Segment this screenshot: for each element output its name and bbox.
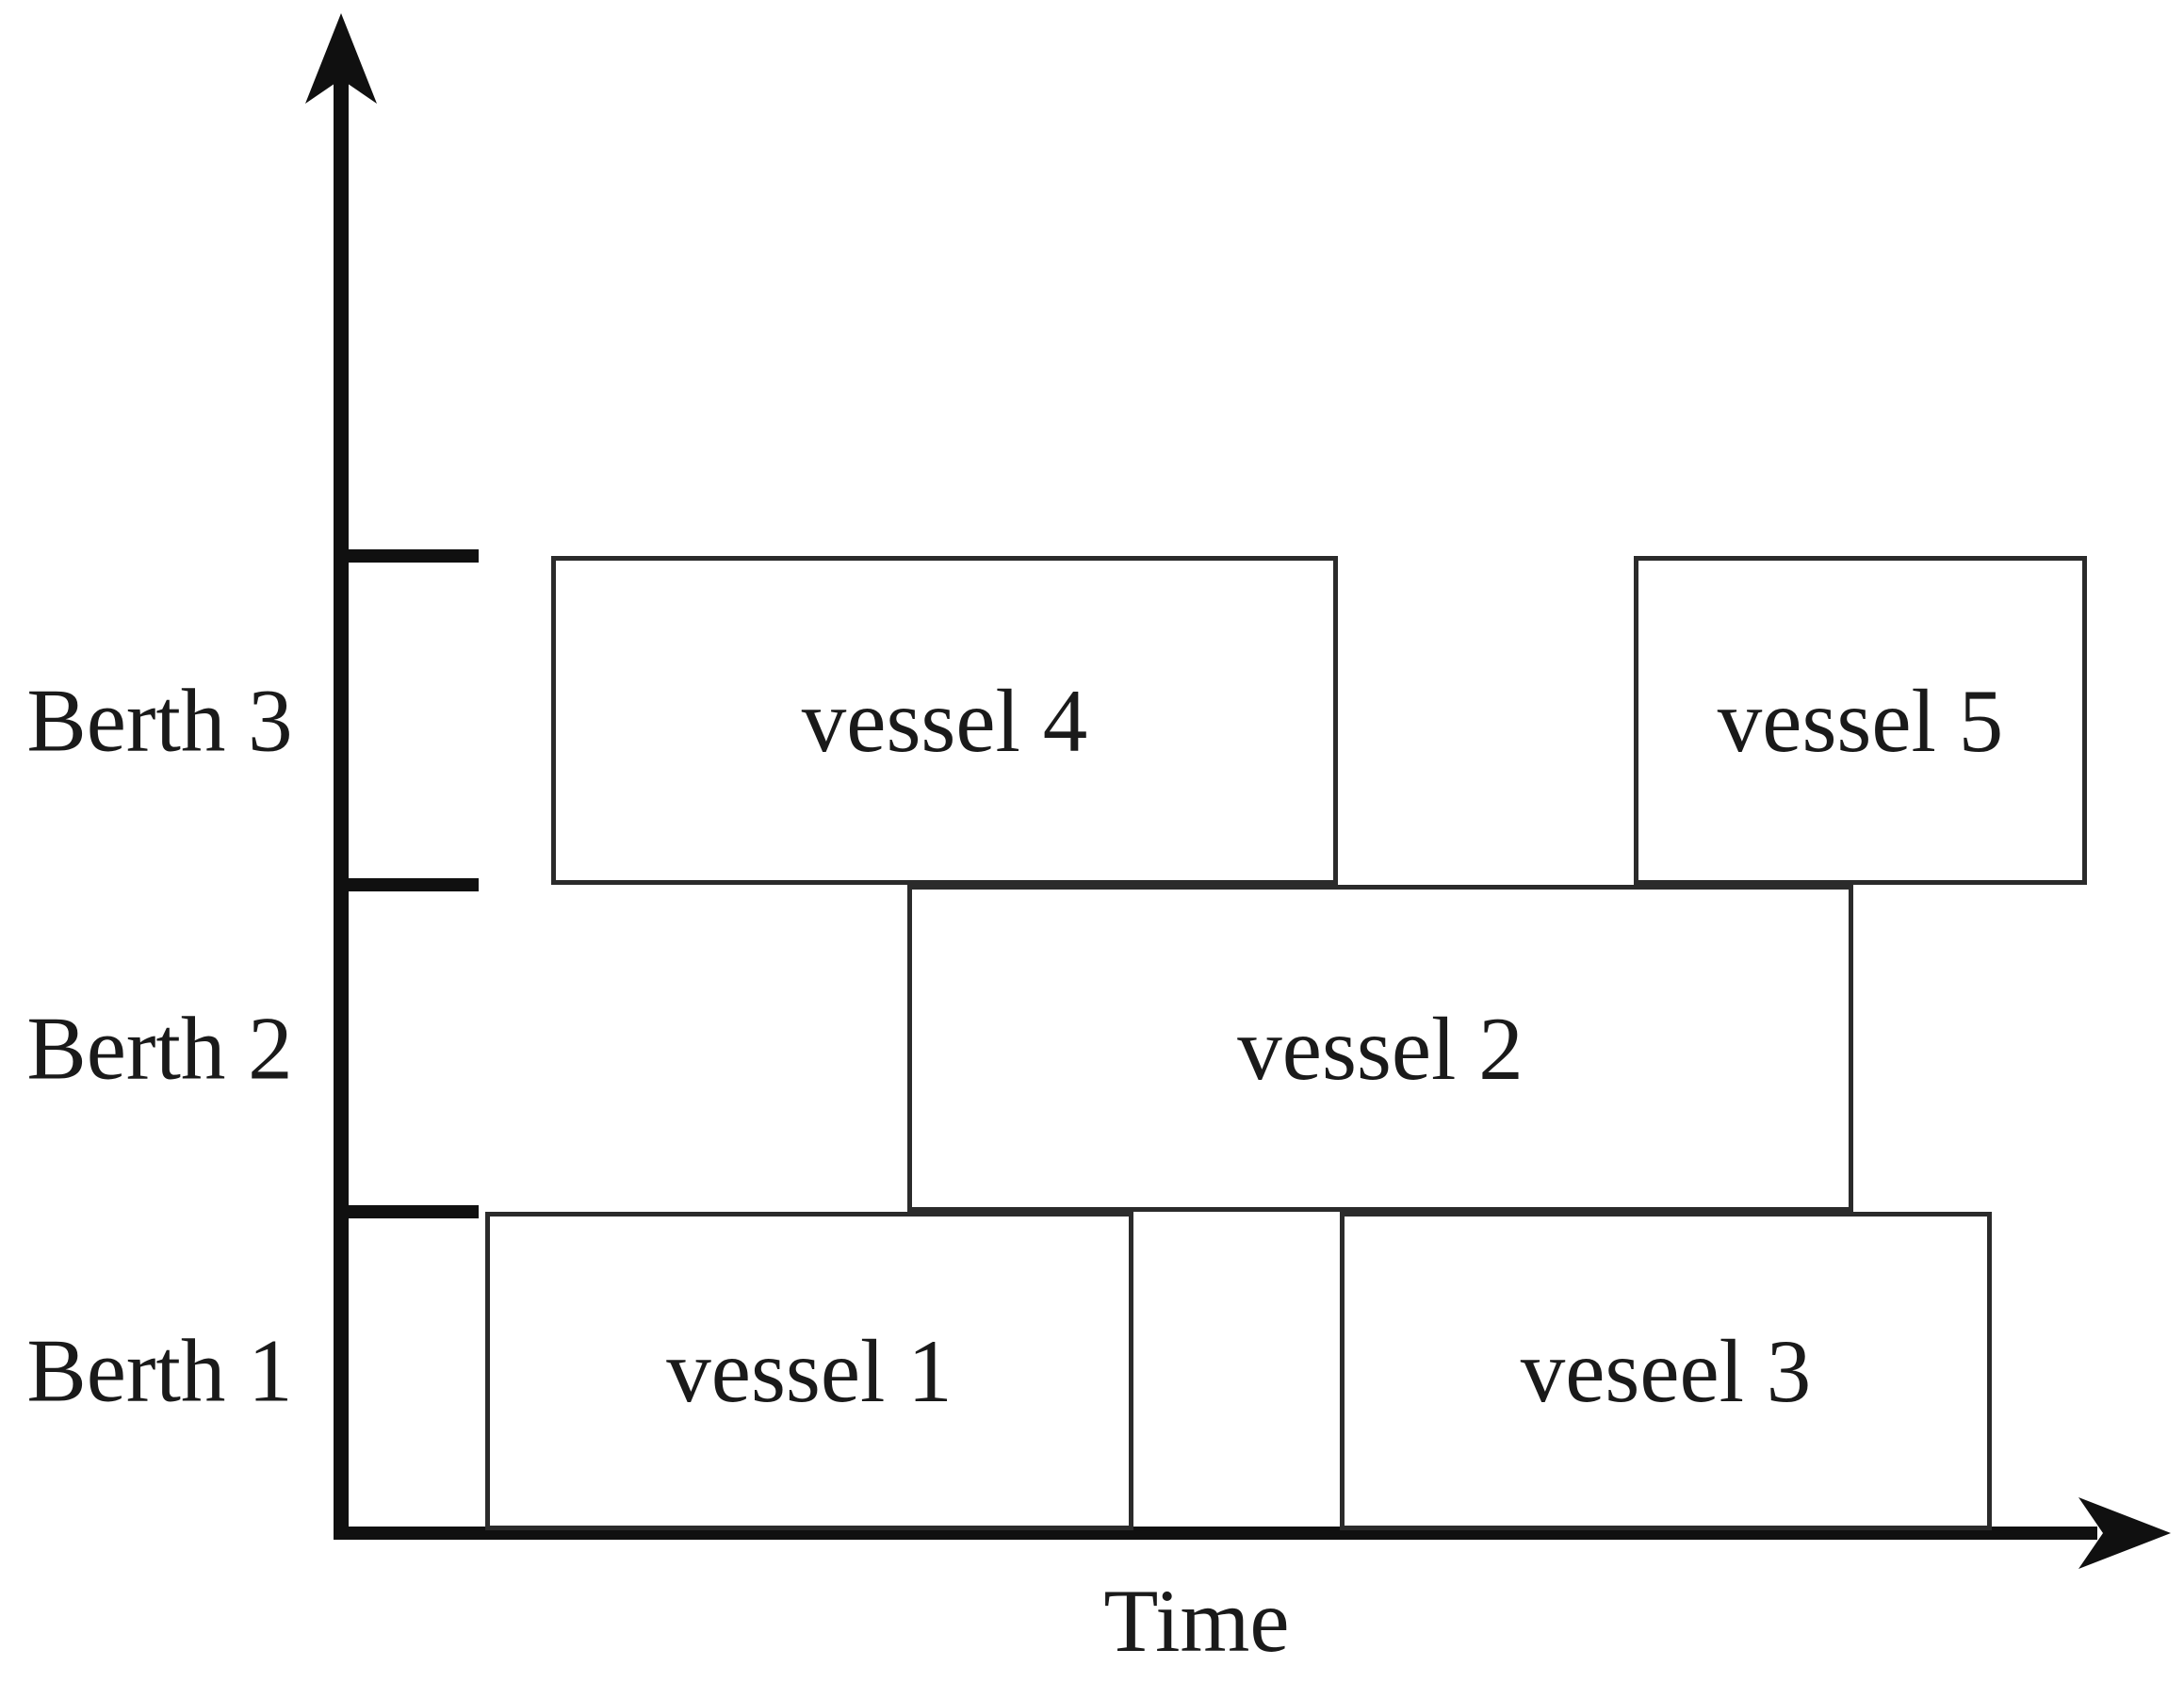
vessel-label: vessel 1 (666, 1321, 953, 1421)
y-axis-tick (334, 1205, 479, 1218)
vessel-box-veseel-3: veseel 3 (1340, 1212, 1992, 1530)
y-axis-tick (334, 549, 479, 563)
vessel-box-vessel-2: vessel 2 (907, 885, 1853, 1212)
vessel-label: vessel 5 (1717, 670, 2004, 771)
y-axis-arrow-head (305, 13, 377, 104)
vessel-label: vessel 2 (1237, 998, 1524, 1099)
y-axis-line (334, 57, 349, 1540)
berth-label-berth-3: Berth 3 (26, 670, 293, 770)
vessel-label: veseel 3 (1520, 1321, 1812, 1421)
vessel-label: vessel 4 (801, 670, 1088, 771)
y-axis-tick (334, 878, 479, 891)
vessel-box-vessel-5: vessel 5 (1634, 556, 2087, 885)
vessel-box-vessel-4: vessel 4 (551, 556, 1338, 885)
vessel-box-vessel-1: vessel 1 (485, 1212, 1133, 1530)
berth-label-berth-2: Berth 2 (26, 998, 293, 1098)
x-axis-arrow-head (2078, 1497, 2171, 1569)
berth-label-berth-1: Berth 1 (26, 1320, 293, 1421)
x-axis-title: Time (1103, 1571, 1290, 1671)
